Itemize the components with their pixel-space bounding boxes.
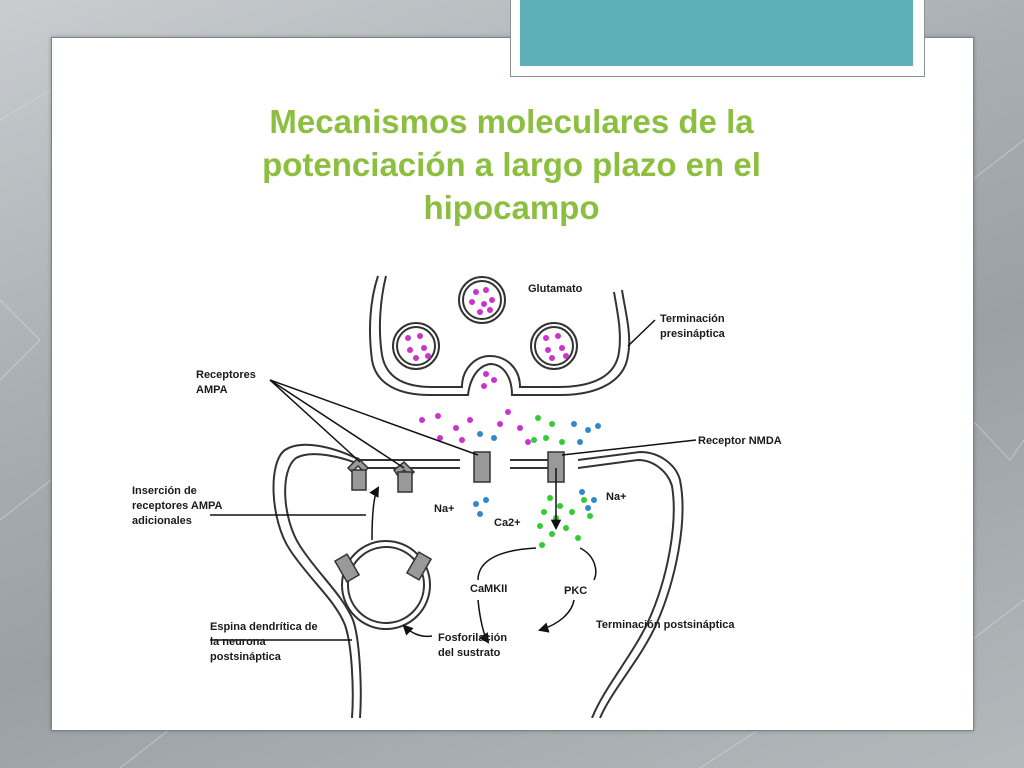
label-pkc: PKC (564, 585, 587, 597)
label-insercion-3: adicionales (132, 515, 192, 527)
label-fosforilacion-1: Fosforilación (438, 632, 507, 644)
title-line-2: potenciación a largo plazo en el (51, 143, 972, 186)
label-insercion-1: Inserción de (132, 485, 197, 497)
label-receptores-ampa-2: AMPA (196, 384, 228, 396)
label-camkii: CaMKII (470, 583, 507, 595)
synapse-diagram: Glutamato Terminación presináptica Recep… (120, 268, 820, 718)
label-espina-1: Espina dendrítica de (210, 621, 318, 633)
label-espina-3: postsináptica (210, 651, 282, 663)
label-espina-2: la neurona (210, 636, 267, 648)
slide-title: Mecanismos moleculares de la potenciació… (51, 100, 972, 229)
process-arrows (372, 468, 596, 642)
label-na-left: Na+ (434, 503, 455, 515)
label-glutamato: Glutamato (528, 283, 583, 295)
label-receptores-ampa-1: Receptores (196, 369, 256, 381)
label-insercion-2: receptores AMPA (132, 500, 223, 512)
label-receptor-nmda: Receptor NMDA (698, 435, 782, 447)
label-na-right: Na+ (606, 491, 627, 503)
label-terminacion-presinaptica-1: Terminación (660, 313, 725, 325)
ampa-receptors (335, 452, 490, 582)
title-line-1: Mecanismos moleculares de la (51, 100, 972, 143)
postsynaptic-terminal (274, 445, 683, 718)
label-fosforilacion-2: del sustrato (438, 647, 501, 659)
header-tab-accent (520, 0, 913, 66)
label-ca2: Ca2+ (494, 517, 521, 529)
label-terminacion-postsinaptica: Terminación postsináptica (596, 619, 735, 631)
label-terminacion-presinaptica-2: presináptica (660, 328, 726, 340)
title-line-3: hipocampo (51, 186, 972, 229)
